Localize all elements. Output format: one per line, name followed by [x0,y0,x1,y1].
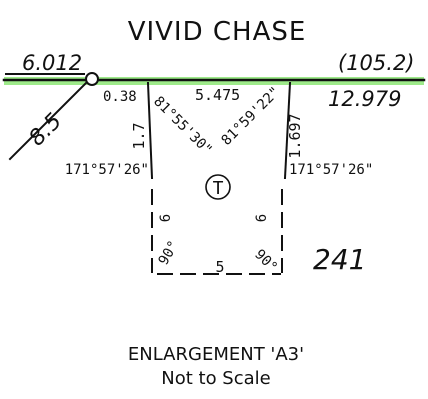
right-frontage-distance: 12.979 [328,87,401,111]
left-small-distance: 1.7 [130,122,148,149]
top-middle-distance: 5.475 [195,86,240,104]
bearing-right: 171°57'26" [289,162,373,178]
tower-symbol-letter: T [213,178,224,199]
survey-mark-icon [85,72,99,86]
right-small-distance: 1.697 [286,113,304,158]
lot-number: 241 [313,243,366,276]
lot-right-splay-line [283,81,292,180]
bottom-distance: 5 [215,258,224,276]
caption-subtitle: Not to Scale [161,368,270,389]
corner-angle-left: 90° [156,238,183,268]
road-name: VIVID CHASE [128,17,307,47]
corner-angle-right: 90° [251,247,280,276]
tower-symbol-icon [205,174,231,200]
diagonal-distance: 8.5 [25,109,67,151]
side-right-distance: 6 [254,214,270,222]
side-left-distance: 6 [158,214,174,222]
diagonal-boundary-line [8,79,90,161]
left-road-distance: 6.012 [22,51,82,75]
bearing-left: 171°57'26" [65,162,149,178]
top-small-distance: 0.38 [103,89,137,105]
lot-left-splay-line [146,81,154,180]
right-road-bearing: (105.2) [338,51,415,75]
caption-title: ENLARGEMENT 'A3' [128,344,304,365]
